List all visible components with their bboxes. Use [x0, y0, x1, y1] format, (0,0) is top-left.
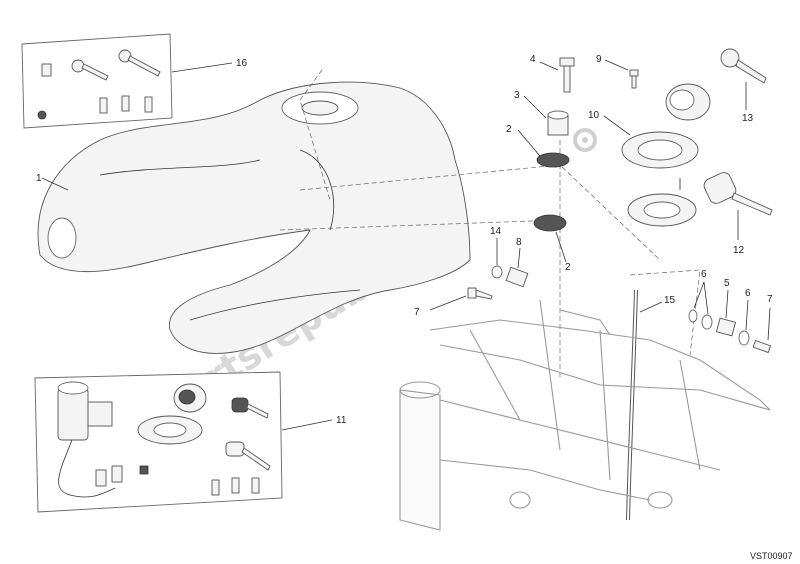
callout-4: 4	[530, 54, 536, 65]
callout-3: 3	[514, 90, 520, 101]
inset-kit-16	[21, 33, 173, 129]
cap-icon	[173, 383, 207, 413]
callout-7-left: 7	[414, 307, 420, 318]
watermark-gear-icon	[573, 128, 597, 152]
connector-icon	[95, 469, 107, 487]
key-icon	[231, 397, 269, 419]
bush-8	[505, 266, 529, 288]
kit-nut-icon	[37, 110, 47, 120]
callout-6-left: 6	[701, 269, 707, 280]
ignition-lock-icon	[57, 381, 113, 441]
key-13-icon	[720, 48, 767, 84]
callout-10: 10	[588, 110, 600, 121]
callout-2-upper: 2	[506, 124, 512, 135]
screw-4	[559, 57, 575, 93]
motorcycle-frame	[399, 299, 771, 531]
screw-7-right	[752, 339, 772, 354]
washer-6	[738, 330, 750, 346]
callout-7-right: 7	[767, 294, 773, 305]
callout-6-right: 6	[745, 288, 751, 299]
callout-5: 5	[724, 278, 730, 289]
callout-15: 15	[664, 295, 676, 306]
inset-kit-11	[34, 371, 283, 513]
kit-bolt-icon	[251, 477, 260, 494]
callout-8: 8	[516, 237, 522, 248]
washer-6	[701, 314, 713, 330]
bush-5	[715, 317, 737, 337]
reference-code: VST00907	[750, 551, 793, 561]
key-icon	[225, 441, 271, 471]
kit-bolt-icon	[99, 97, 108, 114]
kit-cylinder-icon	[41, 63, 52, 77]
rubber-2-upper	[536, 152, 570, 168]
callout-1: 1	[36, 173, 42, 184]
fuel-tank	[37, 81, 471, 354]
screw-9	[629, 69, 639, 89]
callout-11: 11	[336, 415, 347, 426]
key-12-icon	[703, 172, 773, 216]
key-icon	[71, 59, 109, 81]
kit-bolt-icon	[211, 479, 220, 496]
fuel-cap-10	[621, 83, 711, 169]
kit-nut-icon	[139, 465, 149, 475]
kit-bolt-icon	[144, 96, 153, 113]
kit-bolt-icon	[121, 95, 130, 112]
bush-3	[547, 110, 569, 136]
kit-bolt-icon	[231, 477, 240, 494]
flange-icon	[137, 415, 203, 445]
callout-12: 12	[733, 245, 745, 256]
screw-7-left	[467, 287, 493, 300]
key-icon	[118, 49, 161, 77]
callout-14: 14	[490, 226, 502, 237]
connector-icon	[111, 465, 123, 483]
callout-9: 9	[596, 54, 602, 65]
rubber-2-lower	[533, 214, 567, 232]
washer-6	[688, 309, 698, 323]
washer-14	[491, 265, 503, 279]
gasket-ring	[627, 193, 697, 227]
callout-2-lower: 2	[565, 262, 571, 273]
callout-13: 13	[742, 113, 754, 124]
callout-16: 16	[236, 58, 248, 69]
